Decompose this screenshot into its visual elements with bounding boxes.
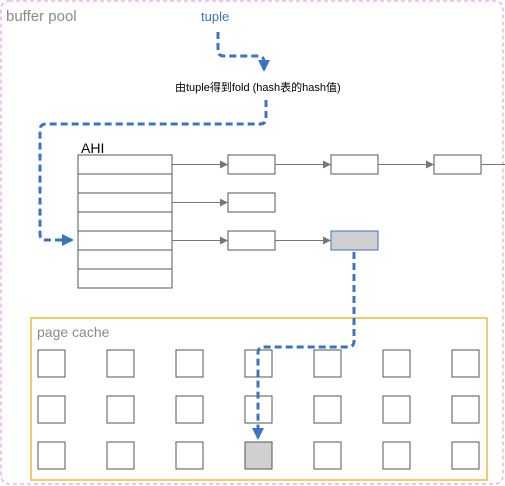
hash-entry: [227, 154, 276, 175]
tuple-to-fold-path: [216, 32, 270, 72]
page-cache-label: page cache: [37, 324, 110, 340]
cached-page: [106, 349, 135, 378]
cached-page: [451, 349, 480, 378]
cached-page: [175, 395, 204, 424]
cached-page: [313, 349, 342, 378]
hash-entry: [330, 154, 379, 175]
hash-chains: [172, 154, 505, 251]
hash-slot: [77, 154, 173, 175]
hash-entry: [227, 230, 276, 251]
cached-page: [106, 395, 135, 424]
ahi-hash-table: [77, 154, 173, 289]
buffer-pool-label: buffer pool: [6, 8, 77, 25]
fold-to-ahi-path: [38, 100, 268, 246]
ahi-label: AHI: [81, 140, 104, 156]
fold-label: 由tuple得到fold (hash表的hash值): [175, 80, 341, 94]
cached-page: [451, 441, 480, 470]
cached-page: [37, 395, 66, 424]
cached-page: [382, 349, 411, 378]
hash-slot: [77, 211, 173, 232]
hash-entry: [433, 154, 482, 175]
page-cache-border: [30, 317, 488, 481]
cached-page: [37, 349, 66, 378]
hash-slot: [77, 249, 173, 270]
cached-page: [175, 349, 204, 378]
hash-slot: [77, 268, 173, 289]
cached-page: [382, 441, 411, 470]
cached-page: [451, 395, 480, 424]
entry-to-page-path: [252, 252, 356, 440]
cached-page: [382, 395, 411, 424]
cached-page: [106, 441, 135, 470]
cached-page: [313, 395, 342, 424]
hash-entry: [227, 192, 276, 213]
cached-page: [175, 441, 204, 470]
hash-slot: [77, 192, 173, 213]
cached-page: [37, 441, 66, 470]
matched-hash-entry: [330, 230, 379, 251]
hash-slot: [77, 173, 173, 194]
hash-slot: [77, 230, 173, 251]
cached-page: [313, 441, 342, 470]
tuple-label: tuple: [201, 9, 229, 24]
target-page: [244, 441, 273, 470]
